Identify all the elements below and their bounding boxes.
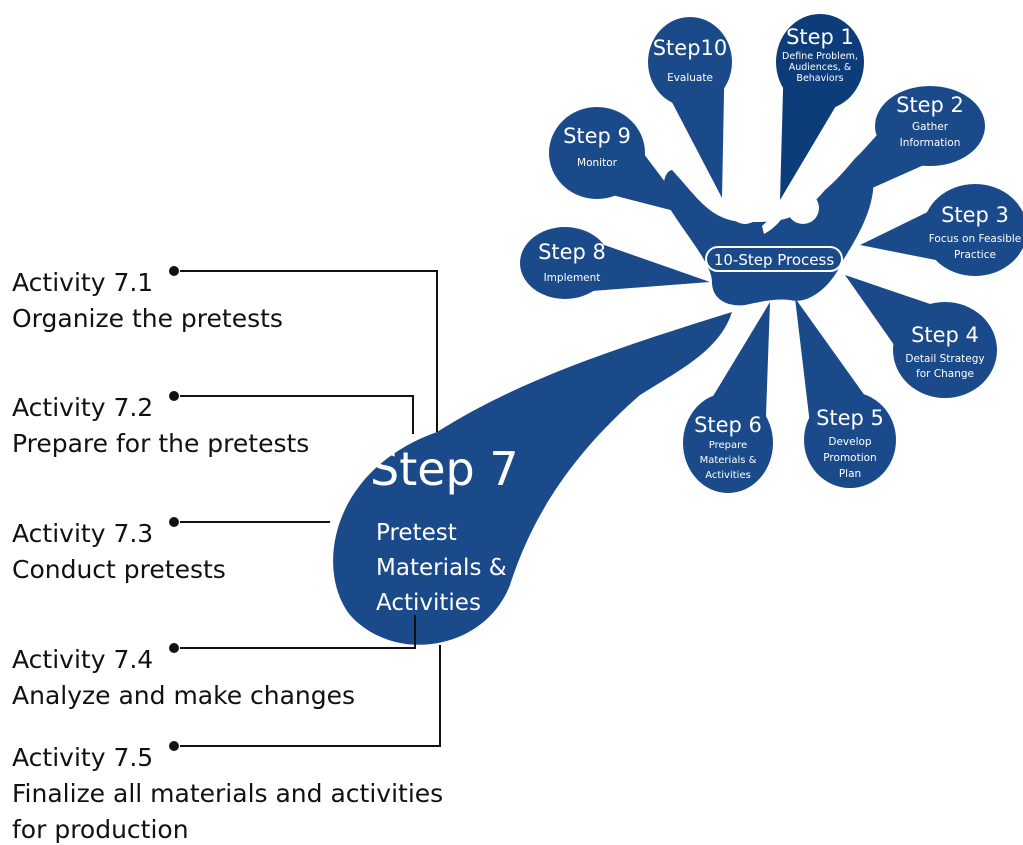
activity-title: Activity 7.3 bbox=[12, 519, 153, 548]
step1-bulb bbox=[776, 14, 864, 110]
activity-title: Activity 7.2 bbox=[12, 393, 153, 422]
activity-desc: Organize the pretests bbox=[12, 304, 283, 333]
step3-desc-line: Practice bbox=[954, 249, 996, 261]
step6-desc-line: Prepare bbox=[709, 440, 747, 451]
step8-bulb bbox=[520, 227, 610, 299]
step1-title: Step 1 bbox=[786, 25, 854, 49]
activity-desc: Finalize all materials and activities bbox=[12, 779, 443, 808]
step9-bulb bbox=[549, 107, 645, 199]
step7-desc-line: Activities bbox=[376, 590, 481, 616]
process-hub: 10-Step Process bbox=[663, 152, 874, 306]
activity-title: Activity 7.5 bbox=[12, 743, 153, 772]
step3-title: Step 3 bbox=[941, 203, 1009, 227]
step10-desc-line: Evaluate bbox=[667, 72, 713, 84]
step3-bulb bbox=[923, 184, 1023, 276]
step4-desc-line: Detail Strategy bbox=[905, 353, 984, 365]
activity-desc: Prepare for the pretests bbox=[12, 429, 309, 458]
connector-line bbox=[180, 395, 414, 434]
hub-label-pill bbox=[705, 246, 843, 272]
connector-line bbox=[180, 615, 416, 649]
step2-desc-line: Information bbox=[900, 137, 961, 149]
person-head-left bbox=[729, 192, 761, 224]
connector-line bbox=[180, 645, 441, 747]
step10-bulb bbox=[648, 17, 732, 107]
petal-step4: Step 4 Detail Strategy for Change bbox=[845, 275, 997, 398]
step1-desc-line: Audiences, & bbox=[789, 62, 852, 73]
step8-title: Step 8 bbox=[538, 240, 606, 264]
petal-step1: Step 1 Define Problem,Audiences, &Behavio… bbox=[776, 14, 864, 201]
step2-bulb bbox=[875, 86, 985, 166]
activity-title: Activity 7.1 bbox=[12, 268, 153, 297]
activity-desc: for production bbox=[12, 815, 189, 844]
step5-bulb bbox=[804, 392, 896, 488]
activity-desc: Conduct pretests bbox=[12, 555, 226, 584]
step7-title: Step 7 bbox=[370, 442, 519, 496]
activity-connectors bbox=[180, 270, 441, 747]
step6-desc-line: Materials & bbox=[700, 455, 757, 466]
petal-step9: Step 9 Monitor bbox=[549, 107, 690, 215]
step5-title: Step 5 bbox=[816, 406, 884, 430]
hub-label: 10-Step Process bbox=[714, 251, 835, 269]
step9-desc-line: Monitor bbox=[577, 157, 618, 169]
step2-desc-line: Gather bbox=[912, 121, 949, 133]
activity-dot bbox=[169, 741, 179, 751]
step6-title: Step 6 bbox=[694, 413, 762, 437]
step9-title: Step 9 bbox=[563, 124, 631, 148]
connector-line bbox=[180, 270, 438, 432]
person-head-right bbox=[787, 192, 819, 224]
activity-title: Activity 7.4 bbox=[12, 645, 153, 674]
step1-desc-line: Behaviors bbox=[796, 73, 843, 84]
activity-dot bbox=[169, 266, 179, 276]
step7-desc-line: Pretest bbox=[376, 520, 457, 546]
activity-desc: Analyze and make changes bbox=[12, 681, 355, 710]
step6-bulb bbox=[683, 393, 773, 493]
step4-title: Step 4 bbox=[911, 323, 979, 347]
step10-title: Step10 bbox=[653, 36, 728, 60]
step-petals: Step 1 Define Problem,Audiences, &Behavio… bbox=[520, 14, 1023, 493]
person-arms bbox=[762, 210, 787, 234]
activity-dot bbox=[169, 517, 179, 527]
step5-desc-line: Plan bbox=[839, 468, 861, 480]
step2-title: Step 2 bbox=[896, 93, 964, 117]
step6-desc-line: Activities bbox=[705, 470, 751, 481]
step5-desc-line: Develop bbox=[828, 436, 872, 448]
petal-step8: Step 8 Implement bbox=[520, 227, 710, 299]
step5-desc-line: Promotion bbox=[823, 452, 876, 464]
step7-desc-line: Materials & bbox=[376, 555, 507, 581]
step7-body bbox=[333, 312, 732, 645]
step4-desc-line: for Change bbox=[916, 368, 974, 380]
activity-dot bbox=[169, 643, 179, 653]
step8-desc-line: Implement bbox=[544, 272, 601, 284]
step1-desc-line: Define Problem, bbox=[782, 51, 858, 62]
step3-desc-line: Focus on Feasible bbox=[929, 233, 1022, 245]
step4-bulb bbox=[893, 302, 997, 398]
activity-dot bbox=[169, 391, 179, 401]
